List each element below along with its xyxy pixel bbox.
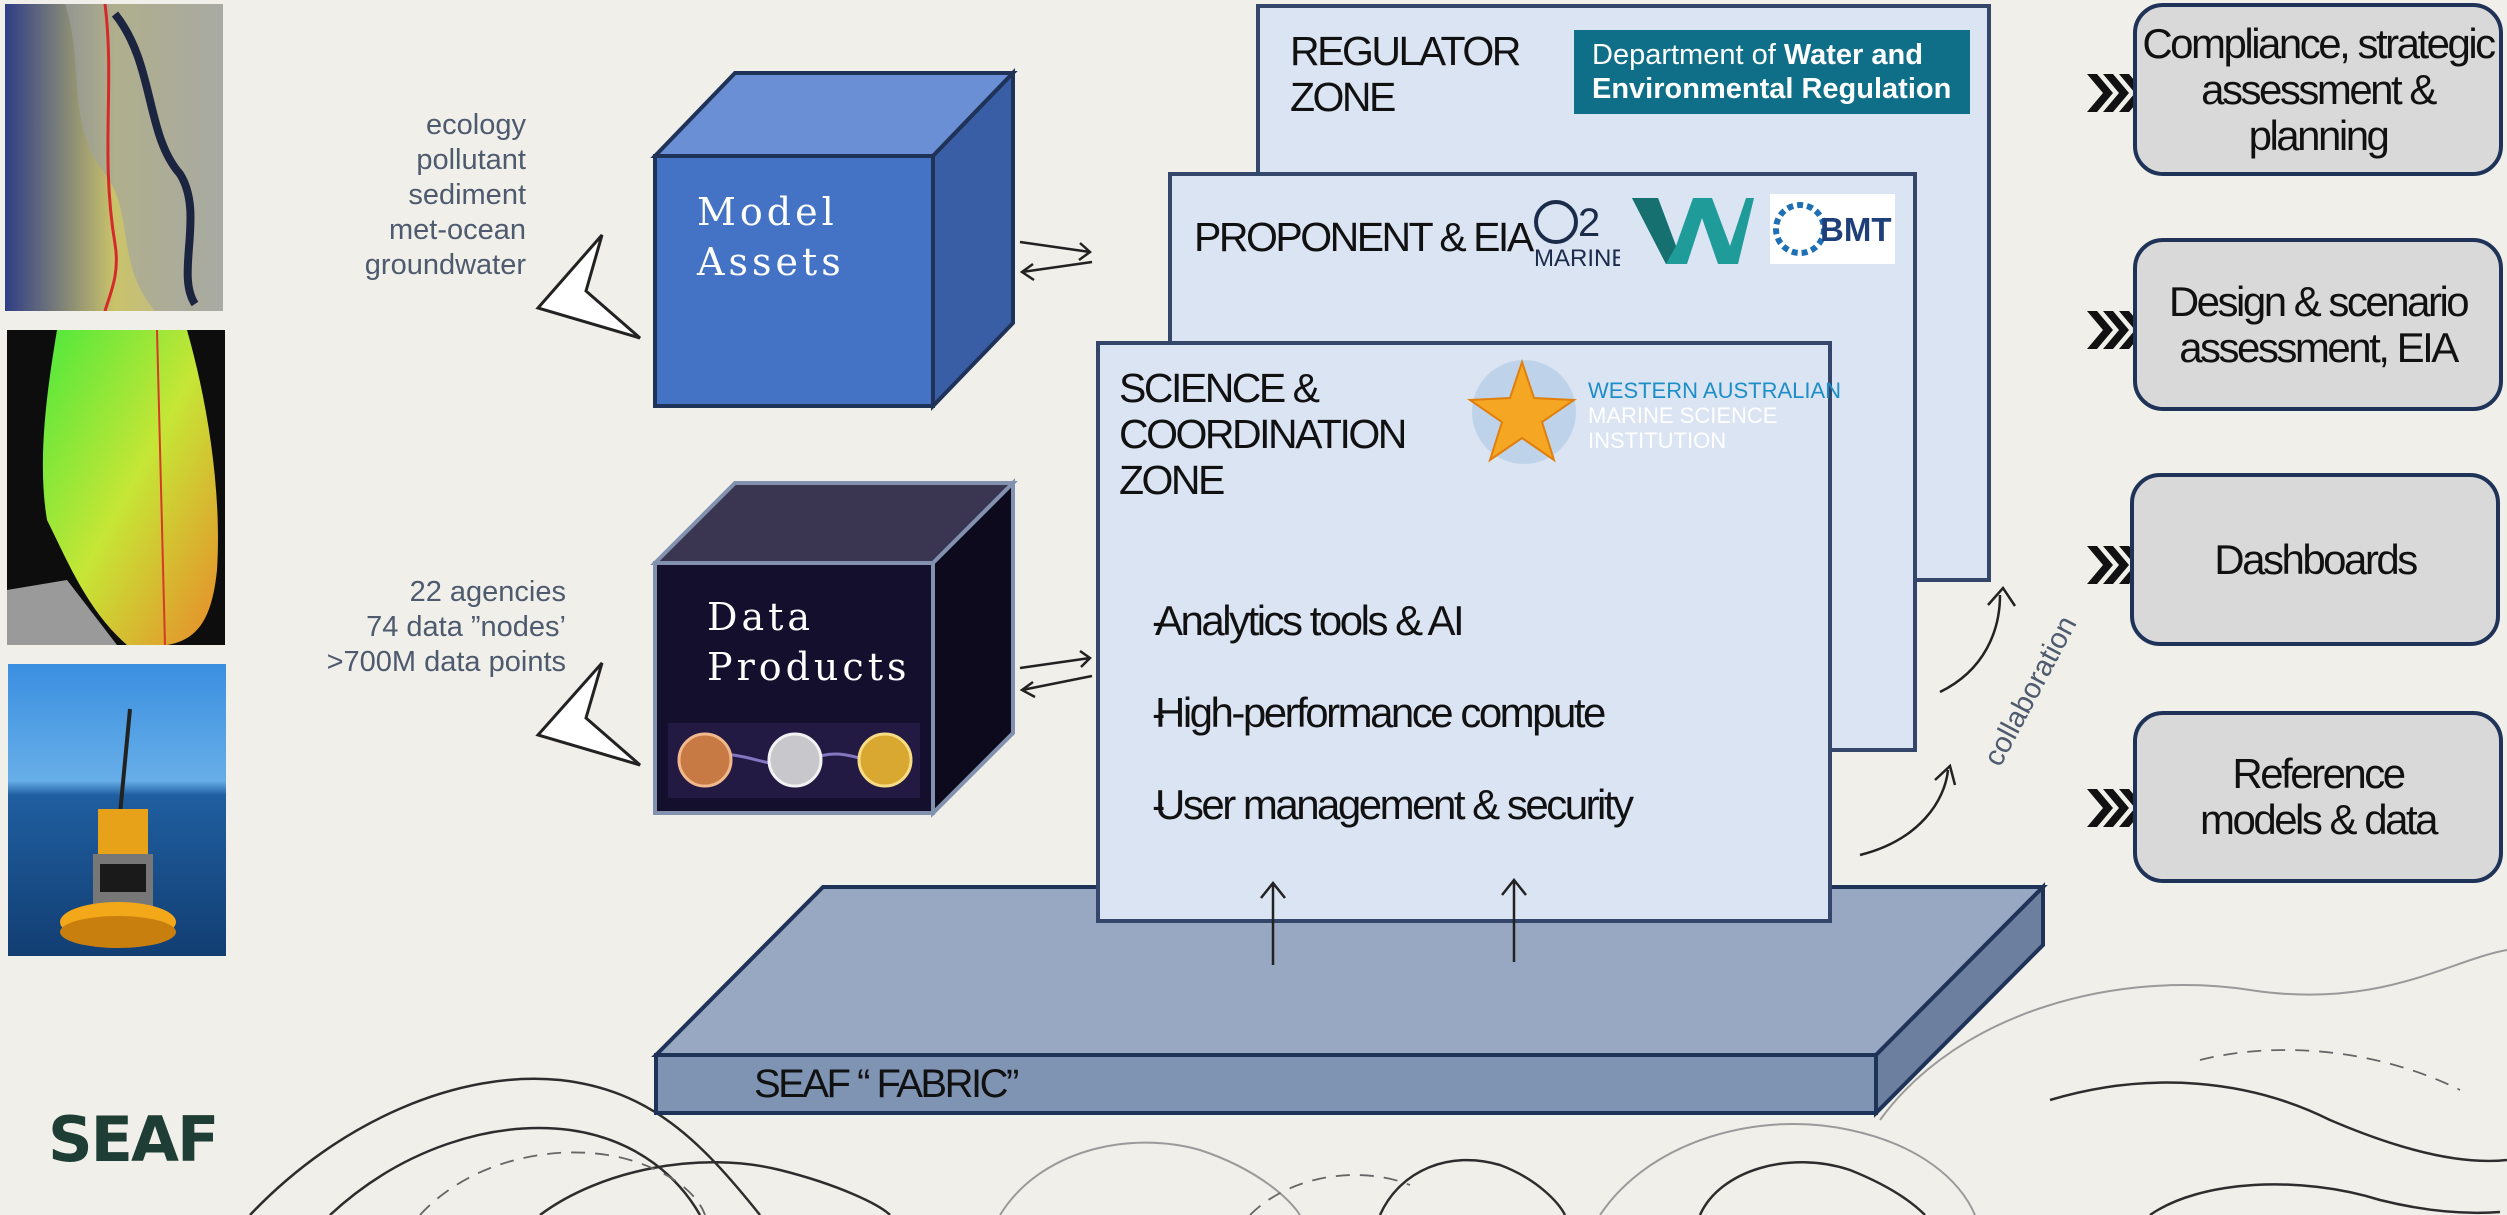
bullet-hpc: High-performance compute — [1155, 689, 1606, 736]
bmt-logo-text: BMT — [1820, 211, 1891, 248]
svg-text:2: 2 — [1578, 201, 1600, 245]
note-data-nodes: 74 data ”nodes’ — [366, 611, 566, 643]
model-assets-label: Model Assets — [697, 190, 845, 284]
bronze-medal-icon — [677, 732, 733, 788]
pointer-triangle-models — [535, 234, 641, 340]
note-agencies: 22 agencies — [409, 576, 566, 608]
pointer-triangle-data — [535, 662, 641, 767]
note-sediment: sediment — [408, 179, 526, 211]
note-pollutant: pollutant — [416, 144, 526, 176]
science-zone — [1096, 341, 1832, 923]
wamsi-line1: WESTERN AUSTRALIAN — [1588, 378, 1842, 403]
bullet-dash-3: - — [1152, 784, 1166, 828]
bullet-dash-2: - — [1152, 692, 1166, 736]
silver-medal-icon — [767, 732, 823, 788]
bullet-dash-1: - — [1152, 600, 1166, 644]
dwer-logo: Department of Water and Environmental Re… — [1574, 30, 1970, 114]
model-assets-cube — [650, 68, 1018, 411]
fabric-label: SEAF “ FABRIC” — [754, 1062, 1019, 1106]
w-logo-icon — [1632, 198, 1754, 264]
note-met-ocean: met-ocean — [388, 214, 526, 246]
note-data-points: >700M data points — [326, 646, 566, 678]
output-dashboards: Dashboards — [2130, 473, 2500, 646]
bmt-logo: BMT — [1770, 194, 1895, 264]
wamsi-star-icon — [1466, 358, 1578, 464]
satellite-heatmap-image — [7, 330, 225, 645]
regulator-zone-title: REGULATOR ZONE — [1290, 28, 1521, 120]
proponent-zone-title: PROPONENT & EIA — [1194, 214, 1534, 260]
wamsi-line2: MARINE SCIENCE — [1588, 403, 1778, 428]
output-reference-models: Reference models & data — [2133, 711, 2503, 883]
collaboration-arrows — [1859, 585, 2017, 857]
buoy-photo — [8, 664, 226, 956]
note-ecology: ecology — [426, 109, 526, 141]
seaf-logo: SEAF — [48, 1105, 219, 1169]
o2-marine-logo: 2 MARINE — [1534, 200, 1620, 272]
gold-medal-icon — [857, 732, 913, 788]
bullet-analytics: Analytics tools & AI — [1155, 597, 1465, 644]
o2-marine-text: MARINE — [1534, 245, 1620, 272]
seaf-logo-text: SEAF — [48, 1105, 217, 1169]
chevrons-icon-2 — [2087, 311, 2145, 349]
output-compliance: Compliance, strategic assessment & plann… — [2133, 3, 2503, 176]
wamsi-logo-text: WESTERN AUSTRALIAN MARINE SCIENCE INSTIT… — [1588, 378, 1841, 453]
chevrons-icon-1 — [2087, 74, 2145, 112]
chevrons-icon-4 — [2087, 789, 2145, 827]
wamsi-line3: INSTITUTION — [1588, 428, 1727, 453]
model-types-list: ecology pollutant sediment met-ocean gro… — [330, 108, 526, 283]
data-products-label: Data Products — [707, 595, 911, 689]
note-groundwater: groundwater — [364, 249, 526, 281]
output-design-scenario: Design & scenario assessment, EIA — [2133, 238, 2503, 411]
science-zone-title: SCIENCE & COORDINATION ZONE — [1119, 365, 1407, 503]
data-products-cube — [650, 478, 1018, 818]
dwer-logo-light: Department of — [1592, 39, 1776, 71]
dwer-logo-bold: Water and Environmental Regulation — [1592, 39, 1952, 105]
data-stats-list: 22 agencies 74 data ”nodes’ >700M data p… — [300, 575, 566, 680]
hydrodynamic-model-image — [5, 4, 223, 311]
bullet-user-management: User management & security — [1155, 781, 1634, 828]
